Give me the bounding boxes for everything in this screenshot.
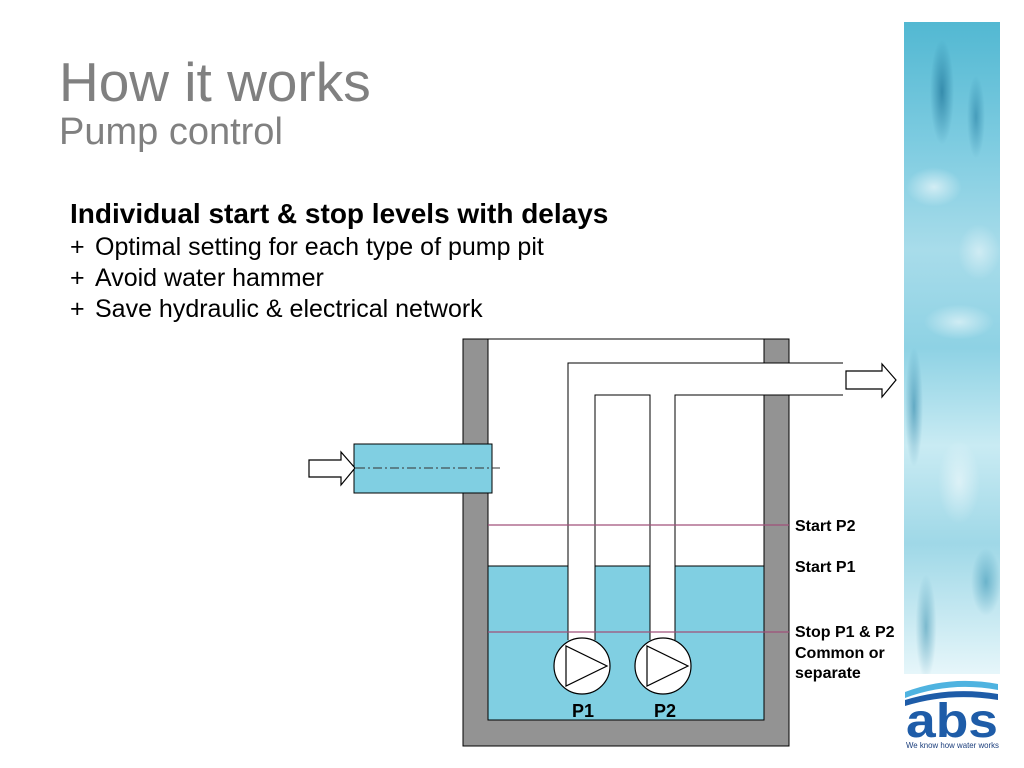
abs-logo: abs We know how water works — [905, 680, 999, 750]
water-volume — [487, 565, 765, 721]
pump-pit-diagram: P1 P2 Start P2 Start P1 Stop P1 & P2 Com… — [308, 338, 897, 747]
logo-tagline: We know how water works — [906, 740, 999, 750]
bullet-marker: + — [70, 295, 85, 323]
section-heading: Individual start & stop levels with dela… — [70, 198, 609, 229]
level-label-stop: separate — [795, 665, 861, 682]
logo-wave-light — [905, 680, 998, 698]
bullet-list: + Optimal setting for each type of pump p… — [70, 232, 544, 325]
pump-p1: P1 — [553, 637, 611, 721]
slide-title: How it works — [59, 51, 371, 113]
bullet-text: Avoid water hammer — [95, 264, 324, 292]
bullet-marker: + — [70, 233, 85, 261]
logo-wordmark: abs — [906, 695, 998, 748]
outlet-pipe-horizontal — [568, 363, 843, 395]
riser-pipe-p2 — [650, 395, 675, 640]
pump-label: P2 — [654, 701, 676, 721]
bullet-marker: + — [70, 264, 85, 292]
level-label-stop: Stop P1 & P2 — [795, 624, 895, 641]
bullet-item: + Avoid water hammer — [70, 263, 544, 294]
pump-label: P1 — [572, 701, 594, 721]
outlet-pipe — [567, 362, 843, 640]
bullet-text: Save hydraulic & electrical network — [95, 295, 483, 323]
inlet-arrow-icon — [308, 450, 356, 487]
bullet-item: + Optimal setting for each type of pump p… — [70, 232, 544, 263]
level-label-start-p2: Start P2 — [795, 518, 856, 535]
bullet-item: + Save hydraulic & electrical network — [70, 294, 544, 325]
pump-direction-icon — [646, 645, 690, 687]
pump-direction-icon — [565, 645, 609, 687]
level-label-start-p1: Start P1 — [795, 559, 856, 576]
outlet-pipe-outline — [567, 362, 843, 640]
riser-pipe-p1 — [568, 363, 595, 640]
bullet-text: Optimal setting for each type of pump pi… — [95, 233, 544, 261]
outlet-arrow-icon — [845, 362, 897, 399]
pump-p2: P2 — [634, 637, 692, 721]
slide-subtitle: Pump control — [59, 111, 283, 153]
logo-wave-dark — [905, 691, 998, 706]
water-texture-image — [904, 22, 1000, 674]
level-label-stop: Common or — [795, 645, 885, 662]
